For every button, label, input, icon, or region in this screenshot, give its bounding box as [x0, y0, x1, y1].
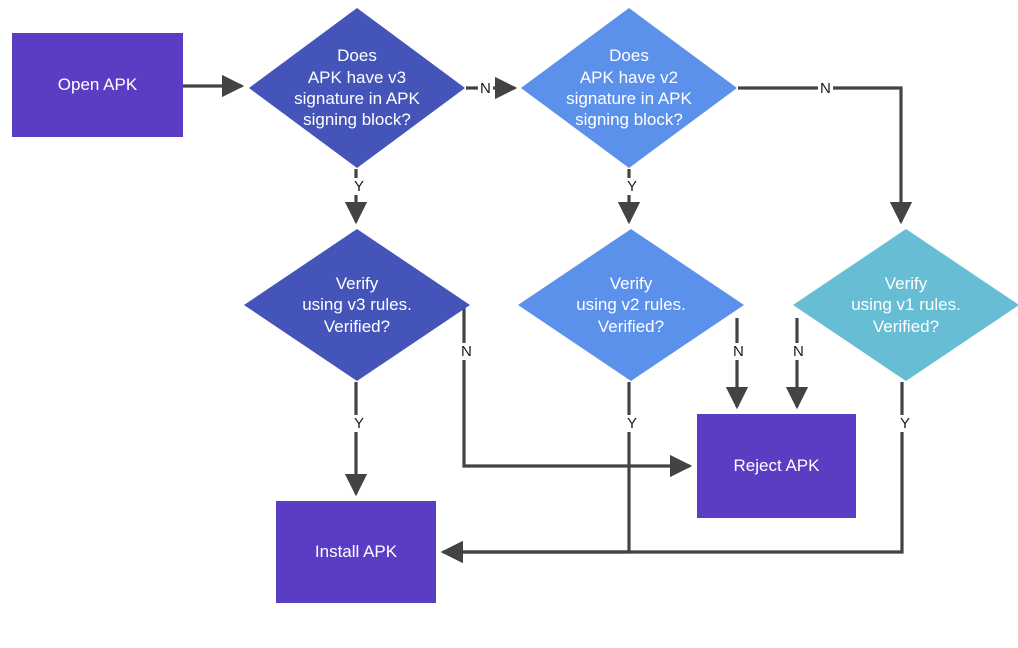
node-has-v2-signature[interactable]: Does APK have v2 signature in APK signin…: [521, 8, 737, 168]
node-reject-apk-label: Reject APK: [733, 456, 820, 476]
node-install-apk-label: Install APK: [314, 542, 398, 562]
diamond-shape: [249, 8, 465, 168]
node-open-apk-label: Open APK: [57, 75, 138, 95]
diamond-shape: [793, 229, 1018, 381]
node-reject-apk[interactable]: Reject APK: [697, 414, 856, 518]
node-install-apk[interactable]: Install APK: [276, 501, 436, 603]
diamond-shape: [518, 229, 744, 381]
node-verify-v3-rules[interactable]: Verify using v3 rules. Verified?: [244, 229, 470, 381]
node-open-apk[interactable]: Open APK: [12, 33, 183, 137]
diamond-shape: [521, 8, 737, 168]
edge-v2-no: [738, 86, 913, 225]
edge-verify-v1-yes: [440, 382, 904, 564]
node-verify-v1-rules[interactable]: Verify using v1 rules. Verified?: [793, 229, 1018, 381]
diamond-shape: [244, 229, 470, 381]
edge-verify-v3-no: [462, 308, 693, 478]
node-verify-v2-rules[interactable]: Verify using v2 rules. Verified?: [518, 229, 744, 381]
node-has-v3-signature[interactable]: Does APK have v3 signature in APK signin…: [249, 8, 465, 168]
